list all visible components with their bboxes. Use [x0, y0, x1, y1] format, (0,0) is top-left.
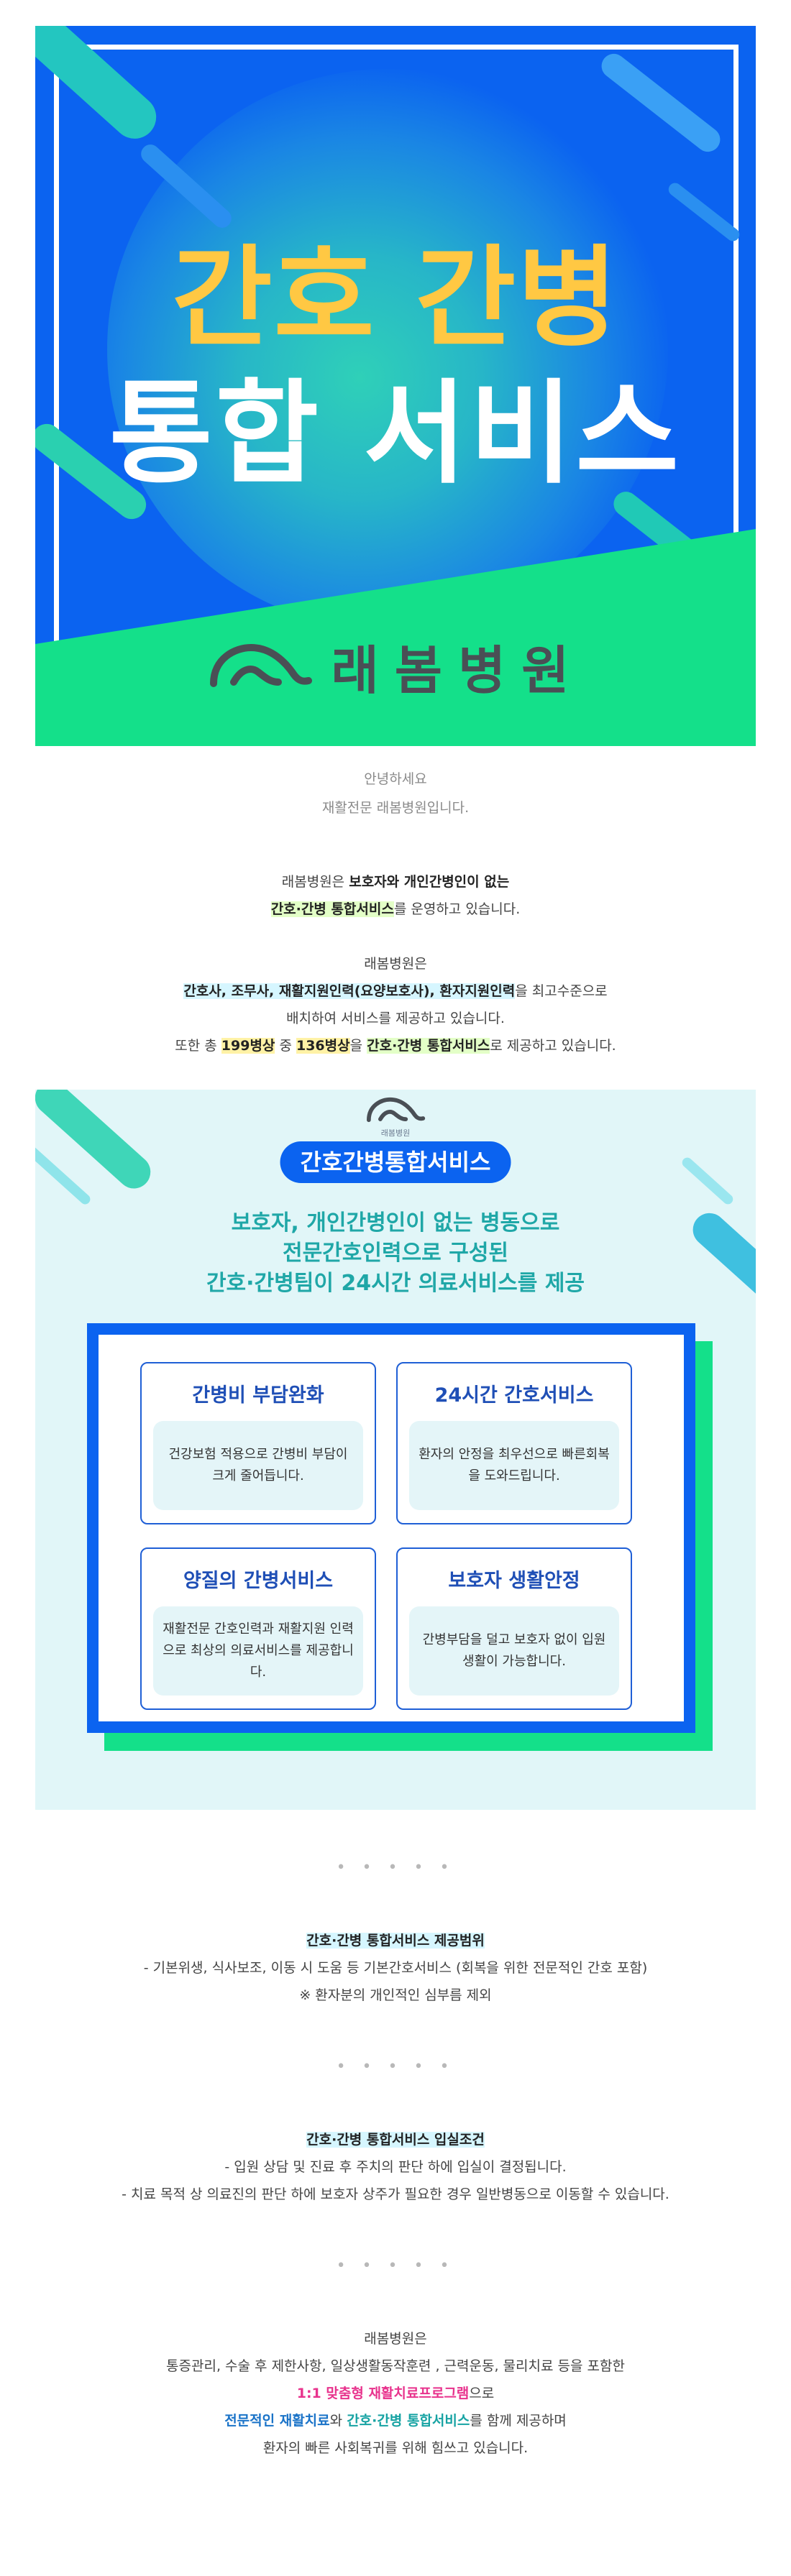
intro2-lead: 래봄병원은	[364, 956, 427, 972]
admission-line2: - 치료 목적 상 의료진의 판단 하에 보호자 상주가 필요한 경우 일반병동…	[122, 2186, 669, 2202]
section-separator: • • • • •	[336, 2058, 455, 2076]
benefit-card: 간병비 부담완화 건강보험 적용으로 간병비 부담이 크게 줄어듭니다.	[140, 1362, 376, 1524]
hero-title-line2: 통합 서비스	[109, 368, 682, 499]
text: 로 제공하고 있습니다.	[490, 1038, 616, 1054]
program-highlight: 1:1 맞춤형 재활치료프로그램	[296, 2386, 470, 2401]
benefit-card: 24시간 간호서비스 환자의 안정을 최우선으로 빠른회복을 도와드립니다.	[396, 1362, 632, 1524]
rehab-highlight: 전문적인 재활치료	[224, 2413, 330, 2429]
closing-section: 래봄병원은 통증관리, 수술 후 제한사항, 일상생활동작훈련 , 근력운동, …	[0, 2325, 791, 2462]
benefit-card-title: 24시간 간호서비스	[434, 1384, 594, 1407]
text: 를 운영하고 있습니다.	[393, 901, 521, 917]
benefit-card-title: 양질의 간병서비스	[183, 1570, 334, 1592]
intro2-line3: 배치하여 서비스를 제공하고 있습니다.	[286, 1011, 505, 1026]
scope-line2: ※ 환자분의 개인적인 심부름 제외	[299, 1987, 492, 2003]
closing-line3: 1:1 맞춤형 재활치료프로그램으로	[0, 2380, 791, 2407]
panel-heading: 보호자, 개인간병인이 없는 병동으로 전문간호인력으로 구성된 간호·간병팀이…	[35, 1208, 756, 1299]
hero-banner: 간호 간병 통합 서비스 래봄병원	[35, 26, 756, 746]
benefit-card-body: 건강보험 적용으로 간병비 부담이 크게 줄어듭니다.	[153, 1421, 363, 1510]
hospital-logo: 래봄병원	[35, 626, 756, 705]
scope-line1: - 기본위생, 식사보조, 이동 시 도움 등 기본간호서비스 (회복을 위한 …	[143, 1960, 648, 1976]
benefit-card-title: 간병비 부담완화	[192, 1384, 324, 1407]
benefits-board: 간병비 부담완화 건강보험 적용으로 간병비 부담이 크게 줄어듭니다. 24시…	[87, 1323, 695, 1733]
intro2-beds: 또한 총 199병상 중 136병상을 간호·간병 통합서비스로 제공하고 있습…	[0, 1032, 791, 1059]
footer-space	[0, 2462, 791, 2488]
admission-line1: - 입원 상담 및 진료 후 주치의 판단 하에 입실이 결정됩니다.	[224, 2159, 567, 2175]
text: 으로	[469, 2386, 495, 2401]
admission-section: 간호·간병 통합서비스 입실조건 - 입원 상담 및 진료 후 주치의 판단 하…	[0, 2126, 791, 2208]
greeting-line2: 재활전문 래봄병원입니다.	[321, 800, 470, 816]
deco-stroke	[680, 1155, 736, 1207]
greeting: 안녕하세요 재활전문 래봄병원입니다.	[0, 765, 791, 822]
benefit-card-body: 재활전문 간호인력과 재활지원 인력으로 최상의 의료서비스를 제공합니다.	[153, 1606, 363, 1696]
section-separator: • • • • •	[336, 2257, 455, 2275]
service-highlight: 간호·간병 통합서비스	[367, 1038, 490, 1054]
intro2-staff: 간호사, 조무사, 재활지원인력(요양보호사), 환자지원인력을 최고수준으로	[0, 978, 791, 1005]
intro-paragraph-2: 래봄병원은 간호사, 조무사, 재활지원인력(요양보호사), 환자지원인력을 최…	[0, 950, 791, 1059]
page: 간호 간병 통합 서비스 래봄병원 안녕하세요 재활전문 래봄병원입니다. 래봄…	[0, 26, 791, 2488]
closing-line2: 통증관리, 수술 후 제한사항, 일상생활동작훈련 , 근력운동, 물리치료 등…	[166, 2358, 625, 2374]
service-highlight: 간호·간병 통합서비스	[270, 901, 394, 917]
closing-line5: 환자의 빠른 사회복귀를 위해 힘쓰고 있습니다.	[262, 2440, 529, 2456]
panel-logo-text: 래봄병원	[380, 1128, 411, 1138]
section-separator: • • • • •	[336, 1859, 455, 1877]
text: 를 함께 제공하며	[470, 2413, 567, 2429]
benefit-card: 보호자 생활안정 간병부담을 덜고 보호자 없이 입원생활이 가능합니다.	[396, 1547, 632, 1710]
text: 중	[275, 1038, 296, 1054]
benefit-card: 양질의 간병서비스 재활전문 간호인력과 재활지원 인력으로 최상의 의료서비스…	[140, 1547, 376, 1710]
panel-heading-line3: 간호·간병팀이 24시간 의료서비스를 제공	[206, 1271, 585, 1296]
hospital-name: 래봄병원	[331, 640, 585, 701]
service-pill: 간호간병통합서비스	[280, 1141, 511, 1183]
greeting-line1: 안녕하세요	[364, 771, 427, 787]
admission-title: 간호·간병 통합서비스 입실조건	[0, 2126, 791, 2153]
text: 래봄병원은	[281, 874, 349, 890]
closing-line4: 전문적인 재활치료와 간호·간병 통합서비스를 함께 제공하며	[0, 2407, 791, 2434]
scope-section: 간호·간병 통합서비스 제공범위 - 기본위생, 식사보조, 이동 시 도움 등…	[0, 1927, 791, 2009]
text: 을	[349, 1038, 367, 1054]
scope-title: 간호·간병 통합서비스 제공범위	[0, 1927, 791, 1954]
benefit-card-title: 보호자 생활안정	[448, 1570, 580, 1592]
admission-title-text: 간호·간병 통합서비스 입실조건	[306, 2132, 485, 2148]
closing-line1: 래봄병원은	[364, 2331, 427, 2347]
hero-green-band	[35, 529, 756, 746]
text: 또한 총	[175, 1038, 221, 1054]
panel-logo: 래봄병원	[35, 1095, 756, 1138]
service-panel: 래봄병원 간호간병통합서비스 보호자, 개인간병인이 없는 병동으로 전문간호인…	[35, 1090, 756, 1810]
hero-title-line1: 간호 간병	[171, 234, 620, 362]
deco-stroke	[35, 1141, 93, 1207]
intro1-line1: 래봄병원은 보호자와 개인간병인이 없는	[0, 868, 791, 896]
staff-highlight: 간호사, 조무사, 재활지원인력(요양보호사), 환자지원인력	[183, 983, 516, 999]
scope-title-text: 간호·간병 통합서비스 제공범위	[306, 1933, 485, 1949]
benefit-card-body: 간병부담을 덜고 보호자 없이 입원생활이 가능합니다.	[409, 1606, 619, 1696]
logo-mark-icon	[367, 1097, 426, 1123]
text: 와	[329, 2413, 347, 2429]
panel-heading-line1: 보호자, 개인간병인이 없는 병동으로	[231, 1210, 560, 1236]
benefit-card-body: 환자의 안정을 최우선으로 빠른회복을 도와드립니다.	[409, 1421, 619, 1510]
text-bold: 보호자와 개인간병인이 없는	[349, 874, 510, 890]
logo-mark-icon	[209, 643, 312, 687]
benefits-board-inner: 간병비 부담완화 건강보험 적용으로 간병비 부담이 크게 줄어듭니다. 24시…	[99, 1335, 684, 1721]
intro1-line2: 간호·간병 통합서비스를 운영하고 있습니다.	[0, 896, 791, 923]
service-highlight: 간호·간병 통합서비스	[347, 2413, 470, 2429]
beds-total: 199병상	[221, 1038, 275, 1054]
text: 을 최고수준으로	[515, 983, 608, 999]
hero-glow	[107, 69, 668, 630]
panel-heading-line2: 전문간호인력으로 구성된	[282, 1241, 509, 1266]
intro-paragraph-1: 래봄병원은 보호자와 개인간병인이 없는 간호·간병 통합서비스를 운영하고 있…	[0, 868, 791, 923]
beds-service: 136병상	[296, 1038, 350, 1054]
